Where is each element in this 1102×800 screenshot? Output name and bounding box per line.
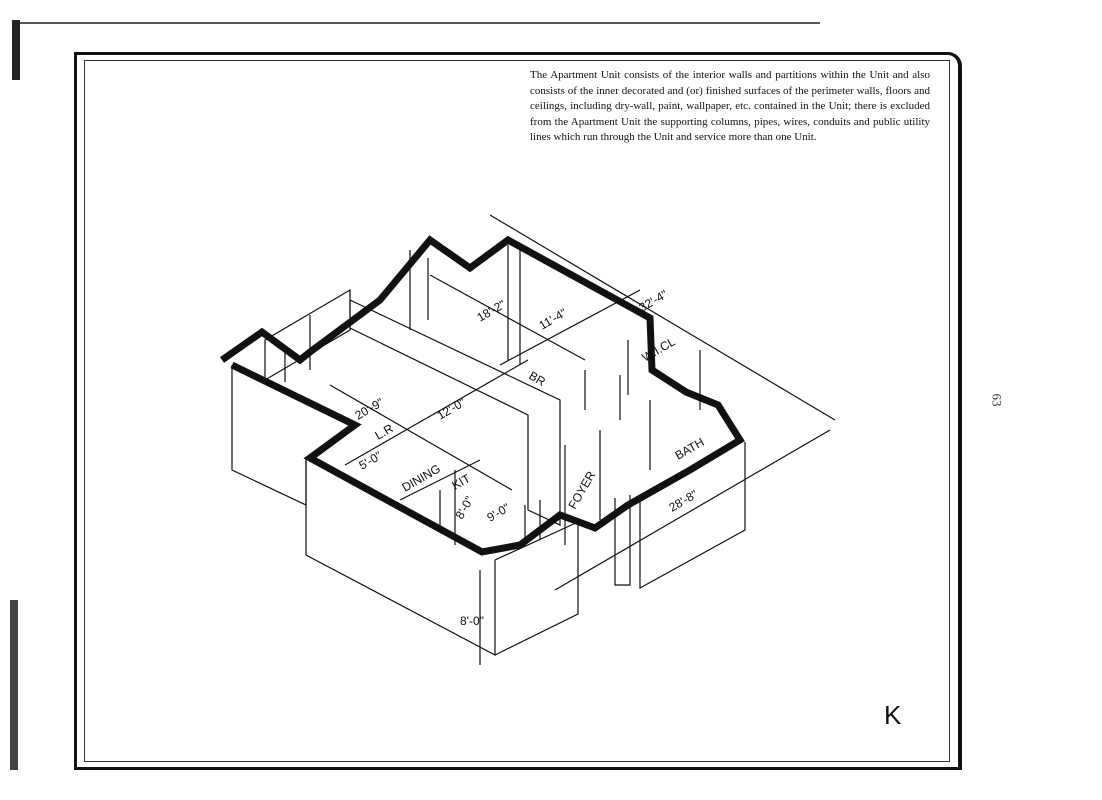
dim-line-overall-width: [554, 429, 831, 591]
dim-kit-width: 9'-0": [485, 501, 513, 525]
dim-overall-width: 28'-8": [667, 487, 700, 514]
exterior-wall-front: [305, 458, 496, 656]
dim-line-br: [429, 274, 586, 361]
dim-line-br-width: [499, 289, 641, 366]
dim-kit-length: 8'-0": [452, 494, 476, 522]
scan-edge-left-bottom: [10, 600, 18, 770]
dim-line-lr: [329, 384, 513, 491]
window-left: [264, 288, 351, 382]
room-label-bath: BATH: [673, 435, 707, 463]
page-frame-inner: [84, 60, 950, 762]
foyer-wall: [614, 495, 631, 586]
closet-wall: [627, 340, 701, 410]
dim-br-width: 11'-4": [537, 306, 570, 333]
exterior-wall-front-right: [494, 521, 579, 656]
kitchen-wall: [399, 459, 541, 545]
dim-overall-depth: 32'-4": [637, 287, 670, 314]
perimeter-wall-top: [219, 235, 745, 556]
room-label-lr: L.R: [373, 421, 396, 443]
scan-edge-left-top: [12, 20, 20, 80]
dim-lr-length: 20'-9": [353, 395, 386, 422]
exterior-wall-right: [639, 442, 746, 590]
page-frame-outer: [74, 52, 962, 770]
room-label-wicl: W.I.CL: [640, 334, 678, 364]
dim-br-length: 18'-2": [475, 297, 508, 324]
room-label-foyer: FOYER: [565, 468, 598, 511]
dim-line-overall-depth: [489, 214, 836, 421]
dim-line-lr-width: [344, 359, 529, 466]
dim-lr-width: 12'-0": [435, 395, 468, 422]
br-wall: [409, 245, 521, 365]
dim-ceiling-height: 8'-0": [460, 614, 484, 628]
plate-letter: K: [884, 700, 902, 730]
unit-description: The Apartment Unit consists of the inter…: [530, 69, 930, 143]
scan-edge-top: [20, 22, 820, 24]
page-number: 63: [989, 393, 1005, 407]
dim-dining-depth: 5'-0": [357, 449, 385, 473]
bath-partitions: [564, 370, 651, 545]
